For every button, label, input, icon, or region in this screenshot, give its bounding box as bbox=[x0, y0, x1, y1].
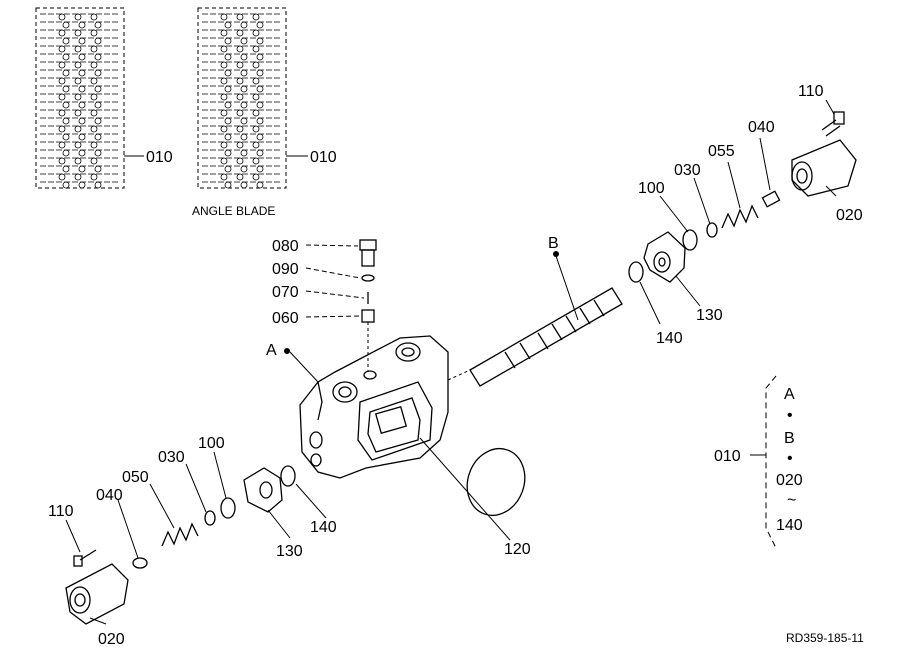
drawing-reference: RD359-185-11 bbox=[786, 631, 864, 645]
callout-110-bottom: 110 bbox=[48, 503, 74, 520]
callout-100-bottom: 100 bbox=[198, 435, 225, 452]
washer-030-upper bbox=[706, 222, 718, 238]
o-ring-100-lower bbox=[220, 497, 236, 519]
angle-blade-stack-thumbnail bbox=[197, 7, 308, 189]
legend-label-010: 010 bbox=[714, 448, 741, 465]
callout-130-bottom: 130 bbox=[276, 543, 303, 560]
callout-B: B bbox=[548, 235, 559, 252]
callout-020-top: 020 bbox=[836, 207, 863, 224]
valve-stack-thumbnail bbox=[35, 7, 144, 189]
stopper-040-upper bbox=[761, 190, 781, 208]
o-ring-100-upper bbox=[682, 229, 698, 251]
callout-040-top: 040 bbox=[748, 119, 775, 136]
o-ring-140-lower bbox=[280, 465, 296, 487]
callout-060: 060 bbox=[272, 310, 299, 327]
callout-070: 070 bbox=[272, 284, 299, 301]
legend-item-B: B bbox=[784, 430, 795, 447]
cap-020-lower bbox=[65, 563, 129, 625]
callout-110-top: 110 bbox=[798, 83, 824, 100]
legend-item-020: 020 bbox=[776, 472, 803, 489]
legend-item-140: 140 bbox=[776, 517, 803, 534]
cap-020-upper bbox=[791, 139, 857, 197]
bolt-110-lower bbox=[73, 549, 97, 567]
spool-B bbox=[447, 287, 623, 387]
leader-lines bbox=[65, 99, 837, 625]
callout-030-top: 030 bbox=[674, 162, 701, 179]
callout-040-bottom: 040 bbox=[96, 487, 123, 504]
flange-130-upper bbox=[643, 231, 686, 283]
plug-080 bbox=[359, 239, 377, 267]
spring-050 bbox=[161, 522, 199, 547]
stopper-040-lower bbox=[132, 557, 148, 569]
legend-item-A: A bbox=[784, 386, 795, 403]
callout-050: 050 bbox=[122, 469, 149, 486]
thumbnail-callout-010-left: 010 bbox=[146, 149, 173, 166]
spring-055 bbox=[721, 204, 759, 229]
flange-130-lower bbox=[243, 467, 283, 513]
angle-blade-caption: ANGLE BLADE bbox=[192, 204, 275, 218]
callout-020-bottom: 020 bbox=[98, 631, 125, 648]
poppet-060 bbox=[361, 309, 375, 323]
callout-140-top: 140 bbox=[656, 330, 683, 347]
callout-030-bottom: 030 bbox=[158, 449, 185, 466]
legend-tilde: ~ bbox=[787, 492, 796, 509]
washer-030-lower bbox=[204, 510, 216, 526]
callout-140-bottom: 140 bbox=[310, 519, 337, 536]
o-ring-090 bbox=[361, 274, 375, 282]
bolt-110-upper bbox=[821, 111, 845, 137]
callout-100-top: 100 bbox=[638, 180, 665, 197]
callout-080: 080 bbox=[272, 238, 299, 255]
callout-A: A bbox=[266, 342, 277, 359]
legend-dot-1: • bbox=[787, 407, 793, 424]
o-ring-140-upper bbox=[628, 261, 644, 283]
callout-130-top: 130 bbox=[696, 307, 723, 324]
o-ring-120 bbox=[466, 447, 526, 517]
valve-body bbox=[299, 335, 449, 479]
thumbnail-callout-010-right: 010 bbox=[310, 149, 337, 166]
callout-120: 120 bbox=[504, 541, 531, 558]
callout-090: 090 bbox=[272, 261, 299, 278]
legend-dot-2: • bbox=[787, 450, 793, 467]
callout-055: 055 bbox=[708, 143, 735, 160]
assembly-legend bbox=[750, 375, 777, 549]
